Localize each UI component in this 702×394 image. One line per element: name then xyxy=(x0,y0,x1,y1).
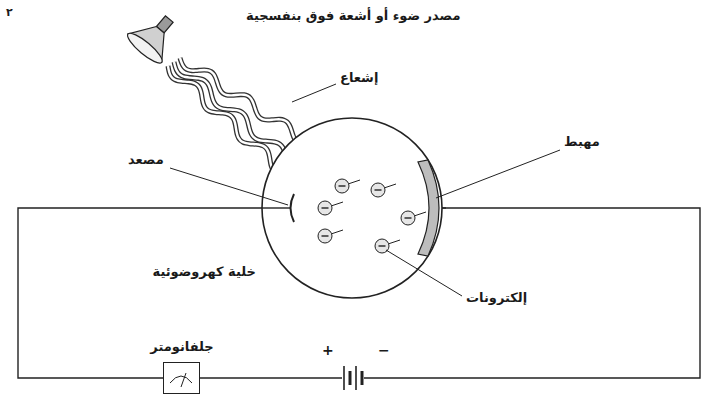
circuit-wire xyxy=(18,208,262,378)
plus-sign: + xyxy=(322,342,334,359)
cell-glass xyxy=(262,118,442,298)
electron-symbol xyxy=(318,201,343,215)
minus-sign: − xyxy=(378,342,390,359)
photocell: خلية كهروضوئية xyxy=(262,118,442,298)
electrons-label: إلكترونات xyxy=(466,290,527,306)
source-label: مصدر ضوء أو أشعة فوق بنفسجية xyxy=(246,8,460,24)
battery-symbol xyxy=(344,366,362,390)
cathode-plate xyxy=(418,160,439,256)
lamp xyxy=(124,5,186,67)
meter-dial xyxy=(164,363,198,392)
anode-wire xyxy=(262,207,290,208)
galvanometer-box: جلفانومتر xyxy=(163,362,200,394)
electron-symbol xyxy=(335,179,360,193)
electron-symbol xyxy=(401,211,426,225)
page-number: ٢ xyxy=(6,6,13,19)
anode-label: مصعد xyxy=(128,152,164,168)
electron-symbol xyxy=(318,229,343,243)
electron-symbol xyxy=(371,183,396,197)
node-heading: خلية كهروضوئية xyxy=(153,264,257,280)
wire xyxy=(364,208,700,378)
electrons xyxy=(318,179,426,253)
cathode-label: مهبط xyxy=(564,134,600,150)
wire xyxy=(200,377,342,378)
radiation-label: إشعاع xyxy=(340,70,378,86)
node-heading: جلفانومتر xyxy=(150,339,213,355)
anode xyxy=(291,194,295,222)
